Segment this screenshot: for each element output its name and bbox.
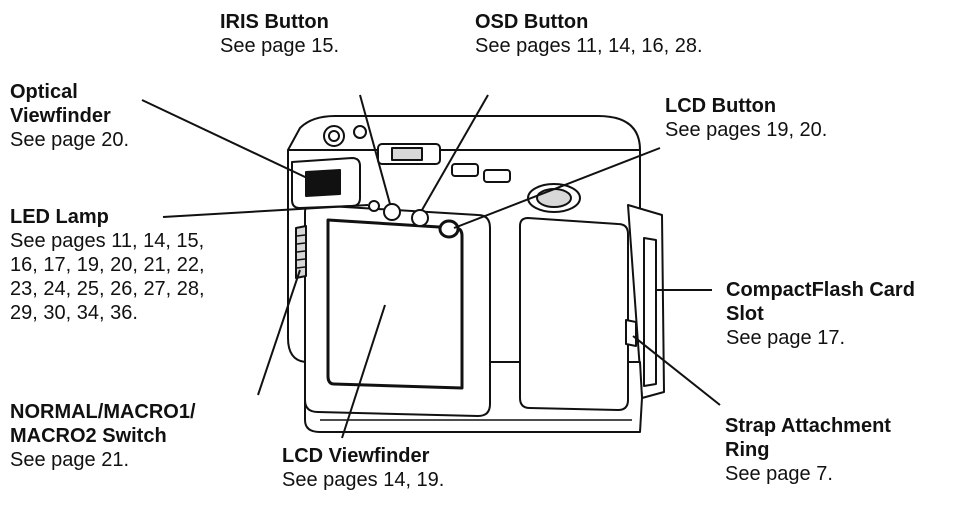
led-lamp: [368, 200, 380, 212]
callout-page-ref: 23, 24, 25, 26, 27, 28,: [10, 278, 205, 300]
card-door: [519, 217, 629, 411]
callout-optical-viewfinder: Optical Viewfinder See page 20.: [10, 80, 129, 152]
callout-title: Viewfinder: [10, 105, 111, 127]
callout-page-ref: See pages 11, 14, 15,: [10, 230, 205, 252]
leader-strap: [632, 335, 721, 406]
top-key-1: [451, 163, 479, 177]
callout-page-ref: See pages 14, 19.: [282, 469, 445, 491]
iris-button: [383, 203, 401, 221]
leader-osd: [421, 94, 489, 211]
callout-title: LCD Viewfinder: [282, 445, 430, 467]
callout-page-ref: See pages 19, 20.: [665, 119, 828, 141]
callout-lcd-button: LCD Button See pages 19, 20.: [665, 94, 827, 142]
callout-strap-ring: Strap Attachment Ring See page 7.: [725, 414, 891, 486]
callout-compactflash-slot: CompactFlash Card Slot See page 17.: [726, 278, 915, 350]
callout-page-ref: See page 17.: [726, 327, 845, 349]
callout-title: MACRO2 Switch: [10, 425, 167, 447]
top-key-2: [483, 169, 511, 183]
callout-macro-switch: NORMAL/MACRO1/ MACRO2 Switch See page 21…: [10, 400, 196, 472]
strap-ring: [625, 319, 637, 347]
callout-title: NORMAL/MACRO1/: [10, 401, 196, 423]
leader-lcd-viewfinder: [341, 304, 386, 439]
top-button: [353, 125, 367, 139]
callout-led-lamp: LED Lamp See pages 11, 14, 15, 16, 17, 1…: [10, 205, 205, 325]
callout-osd-button: OSD Button See pages 11, 14, 16, 28.: [475, 10, 703, 58]
callout-lcd-viewfinder: LCD Viewfinder See pages 14, 19.: [282, 444, 444, 492]
callout-title: Optical: [10, 81, 78, 103]
leader-lines: [141, 94, 721, 439]
callout-title: CompactFlash Card: [726, 279, 915, 301]
card-slot: [643, 237, 657, 387]
optical-viewfinder-window: [305, 169, 341, 197]
callout-page-ref: 16, 17, 19, 20, 21, 22,: [10, 254, 205, 276]
osd-button: [411, 209, 429, 227]
leader-optical: [141, 99, 323, 186]
callout-iris-button: IRIS Button See page 15.: [220, 10, 339, 58]
callout-page-ref: See page 7.: [725, 463, 833, 485]
callout-page-ref: See page 21.: [10, 449, 129, 471]
callout-page-ref: See pages 11, 14, 16, 28.: [475, 35, 703, 57]
callout-title: LED Lamp: [10, 206, 109, 228]
callout-title: Ring: [725, 439, 770, 461]
callout-title: IRIS Button: [220, 11, 329, 33]
callout-page-ref: See page 15.: [220, 35, 339, 57]
leader-lcd-button: [453, 147, 661, 229]
callout-title: Slot: [726, 303, 764, 325]
leader-macro: [257, 269, 301, 396]
leader-led: [162, 204, 369, 218]
lcd-button: [438, 219, 460, 239]
callout-title: OSD Button: [475, 11, 589, 33]
leader-iris: [359, 94, 391, 205]
shutter-button: [536, 188, 572, 208]
callout-page-ref: 29, 30, 34, 36.: [10, 302, 138, 324]
lcd-screen: [326, 218, 464, 390]
callout-title: Strap Attachment: [725, 415, 891, 437]
callout-title: LCD Button: [665, 95, 777, 117]
callout-page-ref: See page 20.: [10, 129, 129, 151]
